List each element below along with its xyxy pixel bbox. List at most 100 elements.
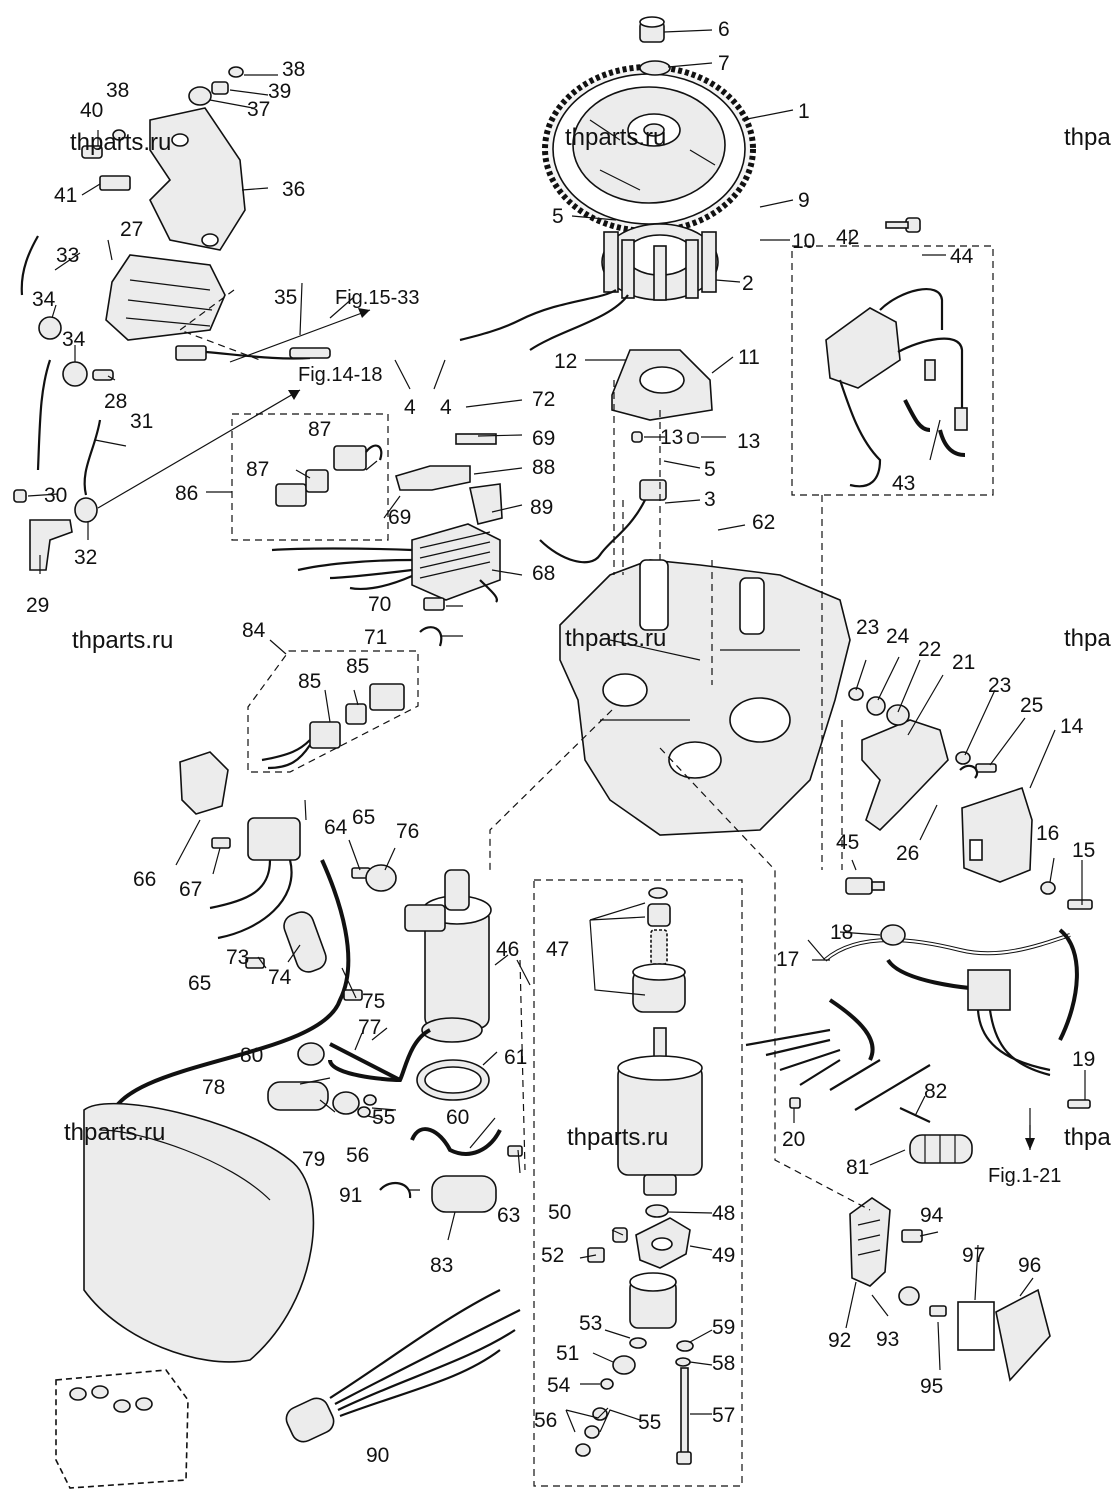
part-number: 36 bbox=[282, 178, 305, 201]
washer bbox=[112, 129, 126, 141]
grommet bbox=[880, 924, 906, 946]
group-box-ignition-coil bbox=[791, 245, 994, 496]
bracket bbox=[179, 751, 229, 815]
starter-band bbox=[410, 1127, 502, 1156]
ground-lead bbox=[20, 235, 39, 296]
part-number: 22 bbox=[918, 638, 941, 661]
watermark-text: thparts.ru bbox=[567, 1124, 668, 1151]
terminal-cap bbox=[74, 497, 98, 523]
thermo-switch bbox=[845, 877, 885, 895]
part-number: 3 bbox=[704, 488, 716, 511]
through-bolt bbox=[680, 1367, 689, 1459]
part-number: 44 bbox=[950, 245, 974, 268]
ignition-coil bbox=[825, 288, 968, 488]
part-number: 90 bbox=[366, 1444, 389, 1467]
watermark-text: thpa bbox=[1064, 625, 1111, 652]
part-number: 80 bbox=[240, 1044, 263, 1067]
part-number: 53 bbox=[579, 1312, 602, 1335]
washer bbox=[228, 66, 244, 78]
nut bbox=[575, 1443, 591, 1457]
part-number: 59 bbox=[712, 1316, 735, 1339]
bracket bbox=[29, 519, 73, 571]
collar bbox=[687, 432, 699, 444]
part-number: 95 bbox=[920, 1375, 943, 1398]
part-number: 50 bbox=[548, 1201, 571, 1224]
part-number: 60 bbox=[446, 1106, 469, 1129]
part-number: 19 bbox=[1072, 1048, 1095, 1071]
part-number: 40 bbox=[80, 99, 103, 122]
part-number: 56 bbox=[534, 1409, 557, 1432]
battery bbox=[55, 1369, 189, 1489]
bracket bbox=[861, 719, 949, 832]
part-number: 84 bbox=[242, 619, 266, 642]
crankcase bbox=[559, 559, 851, 836]
relay bbox=[369, 683, 405, 711]
part-number: 56 bbox=[346, 1144, 369, 1167]
circlip bbox=[648, 887, 668, 899]
part-number: 27 bbox=[120, 218, 143, 241]
part-number: 5 bbox=[552, 205, 564, 228]
battery-box bbox=[83, 1102, 315, 1363]
bolt bbox=[343, 989, 363, 1001]
part-number: 23 bbox=[856, 616, 879, 639]
part-number: 92 bbox=[828, 1329, 851, 1352]
part-number: 43 bbox=[892, 472, 915, 495]
part-number: 46 bbox=[496, 938, 519, 961]
watermark-text: thparts.ru bbox=[565, 625, 666, 652]
part-number: 21 bbox=[952, 651, 975, 674]
clip bbox=[99, 175, 131, 191]
part-number: 58 bbox=[712, 1352, 735, 1375]
part-number: 47 bbox=[546, 938, 569, 961]
washer bbox=[955, 751, 971, 765]
part-number: 55 bbox=[372, 1106, 395, 1129]
spring bbox=[650, 929, 668, 965]
part-number: 74 bbox=[268, 966, 292, 989]
part-number: 51 bbox=[556, 1342, 579, 1365]
part-number: 6 bbox=[718, 18, 730, 41]
part-number: 96 bbox=[1018, 1254, 1041, 1277]
part-number: 38 bbox=[282, 58, 305, 81]
part-number: 63 bbox=[497, 1204, 520, 1227]
fuse-cover bbox=[995, 1288, 1051, 1382]
part-number: 83 bbox=[430, 1254, 453, 1277]
bolt bbox=[929, 1305, 947, 1317]
part-number: 35 bbox=[274, 286, 297, 309]
bolt bbox=[975, 763, 997, 773]
part-number: 32 bbox=[74, 546, 97, 569]
part-number: 75 bbox=[362, 990, 385, 1013]
part-number: 39 bbox=[268, 80, 291, 103]
part-number: 4 bbox=[404, 396, 416, 419]
part-number: 12 bbox=[554, 350, 577, 373]
part-number: 4 bbox=[440, 396, 452, 419]
washer bbox=[676, 1340, 694, 1352]
collar bbox=[631, 431, 643, 443]
part-number: 61 bbox=[504, 1046, 527, 1069]
part-number: 24 bbox=[886, 625, 910, 648]
bolt bbox=[789, 1097, 801, 1109]
part-number: 69 bbox=[388, 506, 411, 529]
terminal-cap bbox=[62, 361, 88, 387]
part-number: 82 bbox=[924, 1080, 947, 1103]
part-number-labels: 1 2 3 4 4 5 6 7 9 10 11 12 13 13 5 14 15… bbox=[26, 18, 1095, 1467]
part-number: 73 bbox=[226, 946, 249, 969]
nut bbox=[245, 957, 265, 969]
part-number: 72 bbox=[532, 388, 555, 411]
clamp bbox=[469, 483, 503, 525]
grommet bbox=[188, 86, 212, 106]
figure-reference: Fig.14-18 bbox=[298, 364, 383, 386]
part-number: 97 bbox=[962, 1244, 985, 1267]
part-number: 28 bbox=[104, 390, 127, 413]
part-number: 13 bbox=[737, 430, 760, 453]
washer bbox=[675, 1357, 691, 1367]
collar bbox=[866, 696, 886, 716]
watermark-text: thpa bbox=[1064, 124, 1111, 151]
part-number: 16 bbox=[1036, 822, 1059, 845]
part-number: 65 bbox=[188, 972, 211, 995]
figure-reference: Fig.1-21 bbox=[988, 1165, 1061, 1187]
stopper bbox=[647, 903, 671, 927]
protector-tube bbox=[283, 911, 327, 973]
part-number: 55 bbox=[638, 1411, 661, 1434]
bolt bbox=[211, 837, 231, 849]
part-number: 17 bbox=[776, 948, 799, 971]
